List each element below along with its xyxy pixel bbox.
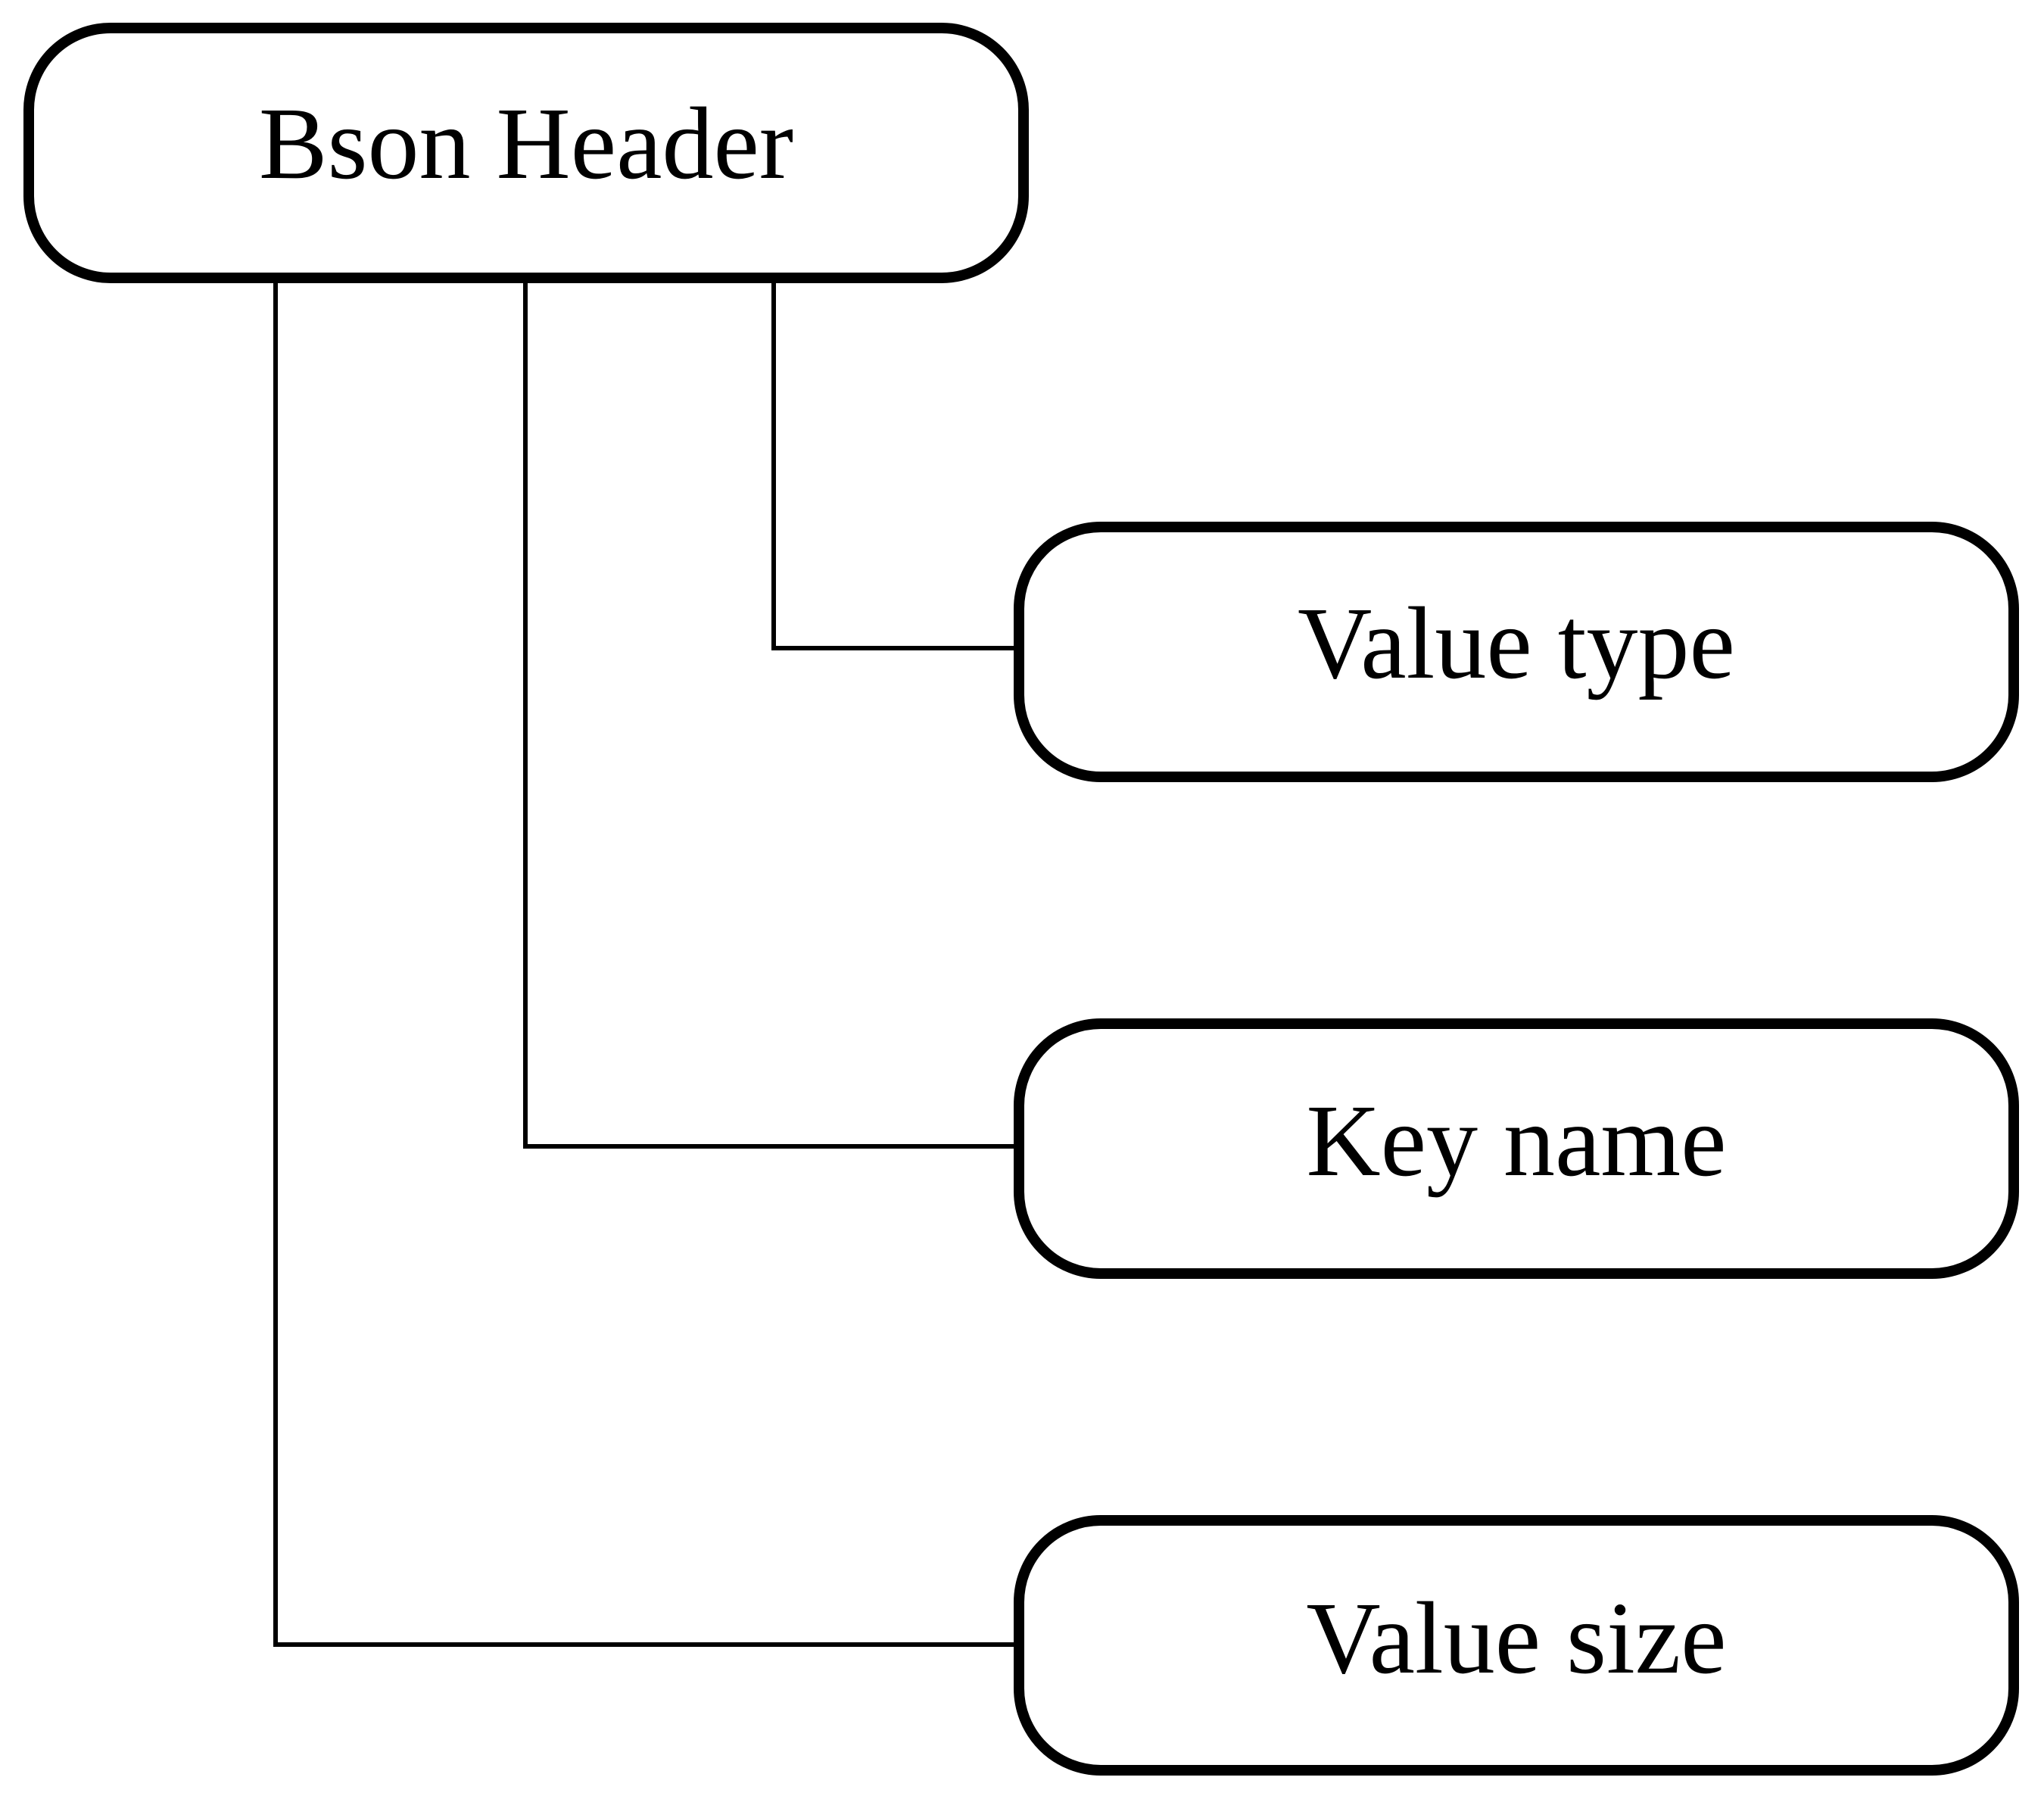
root-node-box [23, 23, 1029, 283]
connector-value-type [771, 276, 1021, 650]
child-node-key-name-box [1014, 1018, 2019, 1279]
connector-key-name [523, 276, 1021, 1149]
root-node: Bson Header [23, 23, 1029, 283]
child-node-value-type: Value type [1014, 522, 2019, 782]
root-node-label: Bson Header [259, 87, 793, 201]
child-node-value-type-label: Value type [1298, 587, 1735, 700]
child-node-value-size: Value size [1014, 1515, 2019, 1776]
child-node-value-size-box [1014, 1515, 2019, 1776]
connector-value-size [273, 276, 1021, 1647]
child-node-key-name-label: Key name [1306, 1084, 1726, 1198]
child-node-value-size-label: Value size [1306, 1582, 1726, 1695]
child-node-key-name: Key name [1014, 1018, 2019, 1279]
child-node-value-type-box [1014, 522, 2019, 782]
